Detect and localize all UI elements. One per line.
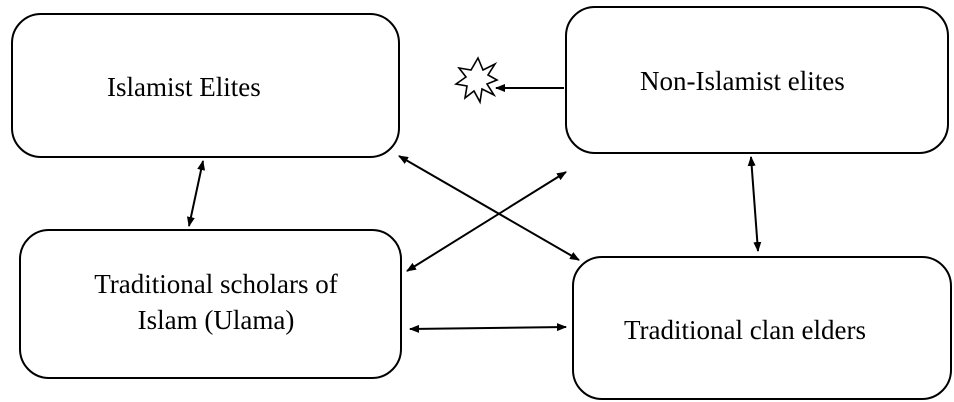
clan-elders-label: Traditional clan elders bbox=[624, 315, 866, 345]
link-islamist-clan-elders bbox=[398, 155, 580, 261]
ulama-label-line-2: Islam (Ulama) bbox=[137, 305, 295, 335]
ulama-label-line-1: Traditional scholars of bbox=[94, 269, 338, 299]
link-ulama-clan-elders bbox=[409, 323, 567, 333]
node-non-islamist-elites bbox=[565, 6, 949, 154]
non-islamist-elites-label: Non-Islamist elites bbox=[640, 66, 845, 96]
islamist-elites-label: Islamist Elites bbox=[107, 72, 261, 102]
node-clan-elders bbox=[572, 256, 952, 400]
ulama-label: Traditional scholars of Islam (Ulama) bbox=[60, 266, 372, 338]
explosion-icon bbox=[453, 56, 499, 105]
node-islamist-elites bbox=[11, 13, 400, 158]
link-non-islamist-clan-elders bbox=[747, 156, 762, 252]
link-non-islamist-ulama bbox=[406, 171, 567, 272]
node-ulama bbox=[19, 229, 402, 379]
link-islamist-ulama bbox=[186, 160, 206, 227]
